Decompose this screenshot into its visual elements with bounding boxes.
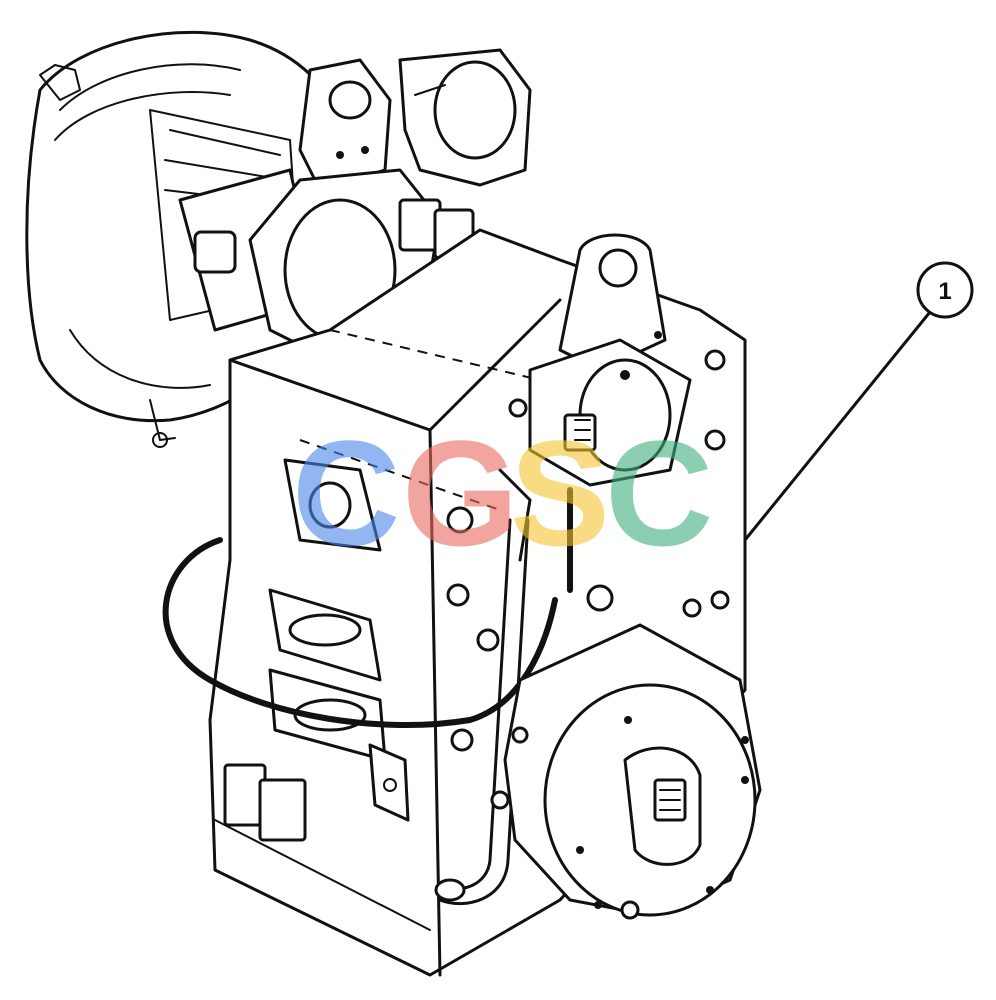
shift-control-bracket: [558, 233, 667, 394]
watermark-letter-2: G: [402, 409, 519, 577]
upper-bracket: [298, 58, 392, 192]
callout-number: 1: [938, 278, 951, 305]
callout-leader-line: [743, 310, 932, 542]
mounting-pads: [223, 458, 410, 842]
watermark-letter-3: S: [510, 409, 610, 577]
case-bolt-holes: [446, 349, 730, 752]
watermark-letter-1: C: [292, 409, 400, 577]
shift-solenoid: [528, 338, 692, 487]
watermark-letter-4: C: [605, 409, 713, 577]
fill-tube: [434, 518, 530, 906]
oil-filter-cylinder: [398, 48, 532, 187]
output-flange: [490, 623, 762, 920]
callout-bubble: [916, 261, 974, 319]
watermark: C G S C: [292, 409, 713, 577]
callout-1: 1: [743, 261, 974, 542]
